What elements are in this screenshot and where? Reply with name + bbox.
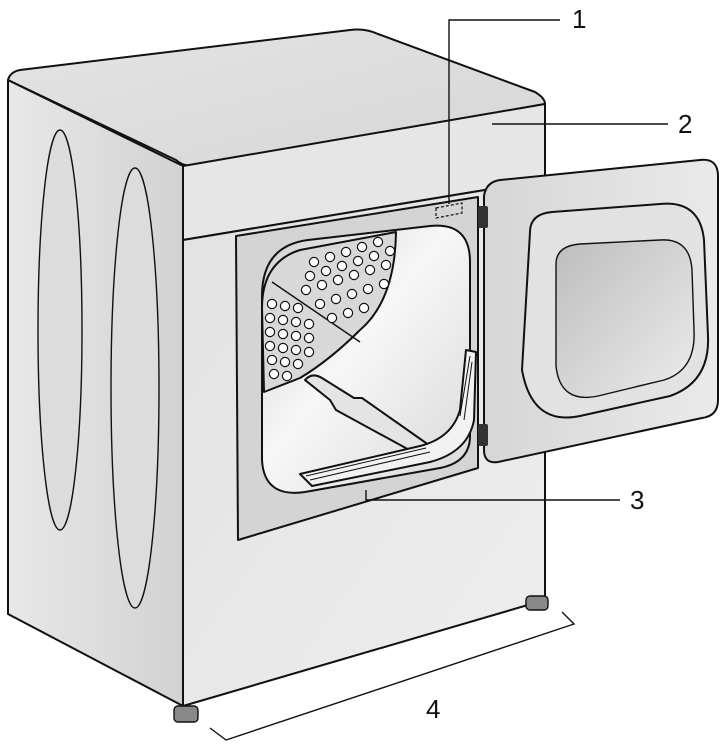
drum-perforation-hole [362, 283, 374, 295]
leveling-foot-front [173, 705, 199, 723]
lint-filter [299, 349, 477, 487]
drum-perforation-hole [266, 298, 278, 310]
leveling-foot-right [525, 595, 549, 611]
drum-perforation-hole [303, 318, 315, 330]
drum-perforation-hole [266, 354, 278, 366]
drum-perforation-hole [292, 358, 304, 370]
drum-perforation-hole [304, 270, 316, 282]
drum-perforation-hole [268, 368, 280, 380]
side-panel-embossing-rear [37, 129, 83, 531]
drum-perforation-hole [277, 314, 289, 326]
drum-perforation-hole [277, 328, 289, 340]
door-window [555, 239, 695, 398]
drum-perforation-hole [356, 241, 368, 253]
drum-perforation-hole [290, 330, 302, 342]
callout-2-label: 2 [678, 109, 692, 139]
callout-1-label: 1 [572, 4, 586, 34]
drum-perforation-hole [324, 251, 336, 263]
drum-perforation-hole [364, 264, 376, 276]
drum-perforation-hole [316, 279, 328, 291]
drum-perforation-hole [330, 293, 342, 305]
side-panel-embossing-front [110, 167, 160, 609]
drum-perforation-hole [320, 265, 332, 277]
drum-perforation-hole [358, 302, 370, 314]
drum-perforation-hole [336, 260, 348, 272]
drum-perforation-hole [292, 302, 304, 314]
drum-perforation-hole [352, 255, 364, 267]
drum-perforation-hole [308, 256, 320, 268]
drum-perforation-hole [326, 312, 338, 324]
drum-perforation-hole [290, 344, 302, 356]
callout-4-width-bracket [209, 611, 576, 741]
callout-1-leader [448, 19, 560, 204]
drum-perforation-hole [290, 316, 302, 328]
door-sill [365, 490, 382, 501]
door-hinge-lower [478, 424, 488, 446]
drum-perforation-hole [303, 346, 315, 358]
drum-perforation-hole [264, 340, 276, 352]
drum-perforation-hole [342, 307, 354, 319]
drum-perforation-hole [380, 259, 392, 271]
drum-perforation-hole [348, 269, 360, 281]
lint-filter-grille [305, 355, 473, 481]
drum-perforation-hole [264, 326, 276, 338]
drum-panel-seam [271, 281, 361, 343]
drum-perforation-hole [378, 278, 390, 290]
callout-4-label: 4 [426, 694, 440, 724]
drum-perforation-hole [281, 370, 293, 382]
drum-perforation-hole [303, 332, 315, 344]
door-switch-indicator [435, 202, 463, 219]
drum-perforation-hole [277, 342, 289, 354]
drum-perforation-hole [264, 312, 276, 324]
drum-perforation-hole [346, 288, 358, 300]
drum-perforation-hole [340, 246, 352, 258]
drum-perforation-hole [314, 298, 326, 310]
drum-perforation-hole [332, 274, 344, 286]
drum-perforations [264, 236, 396, 382]
drum-perforation-hole [372, 236, 384, 248]
drum-perforation-hole [279, 356, 291, 368]
callout-3-label: 3 [630, 485, 644, 515]
drum-perforation-hole [300, 284, 312, 296]
drum-perforation-hole [279, 300, 291, 312]
door-hinge-upper [478, 206, 488, 228]
drum-perforation-hole [384, 245, 396, 257]
drum-perforation-hole [368, 250, 380, 262]
